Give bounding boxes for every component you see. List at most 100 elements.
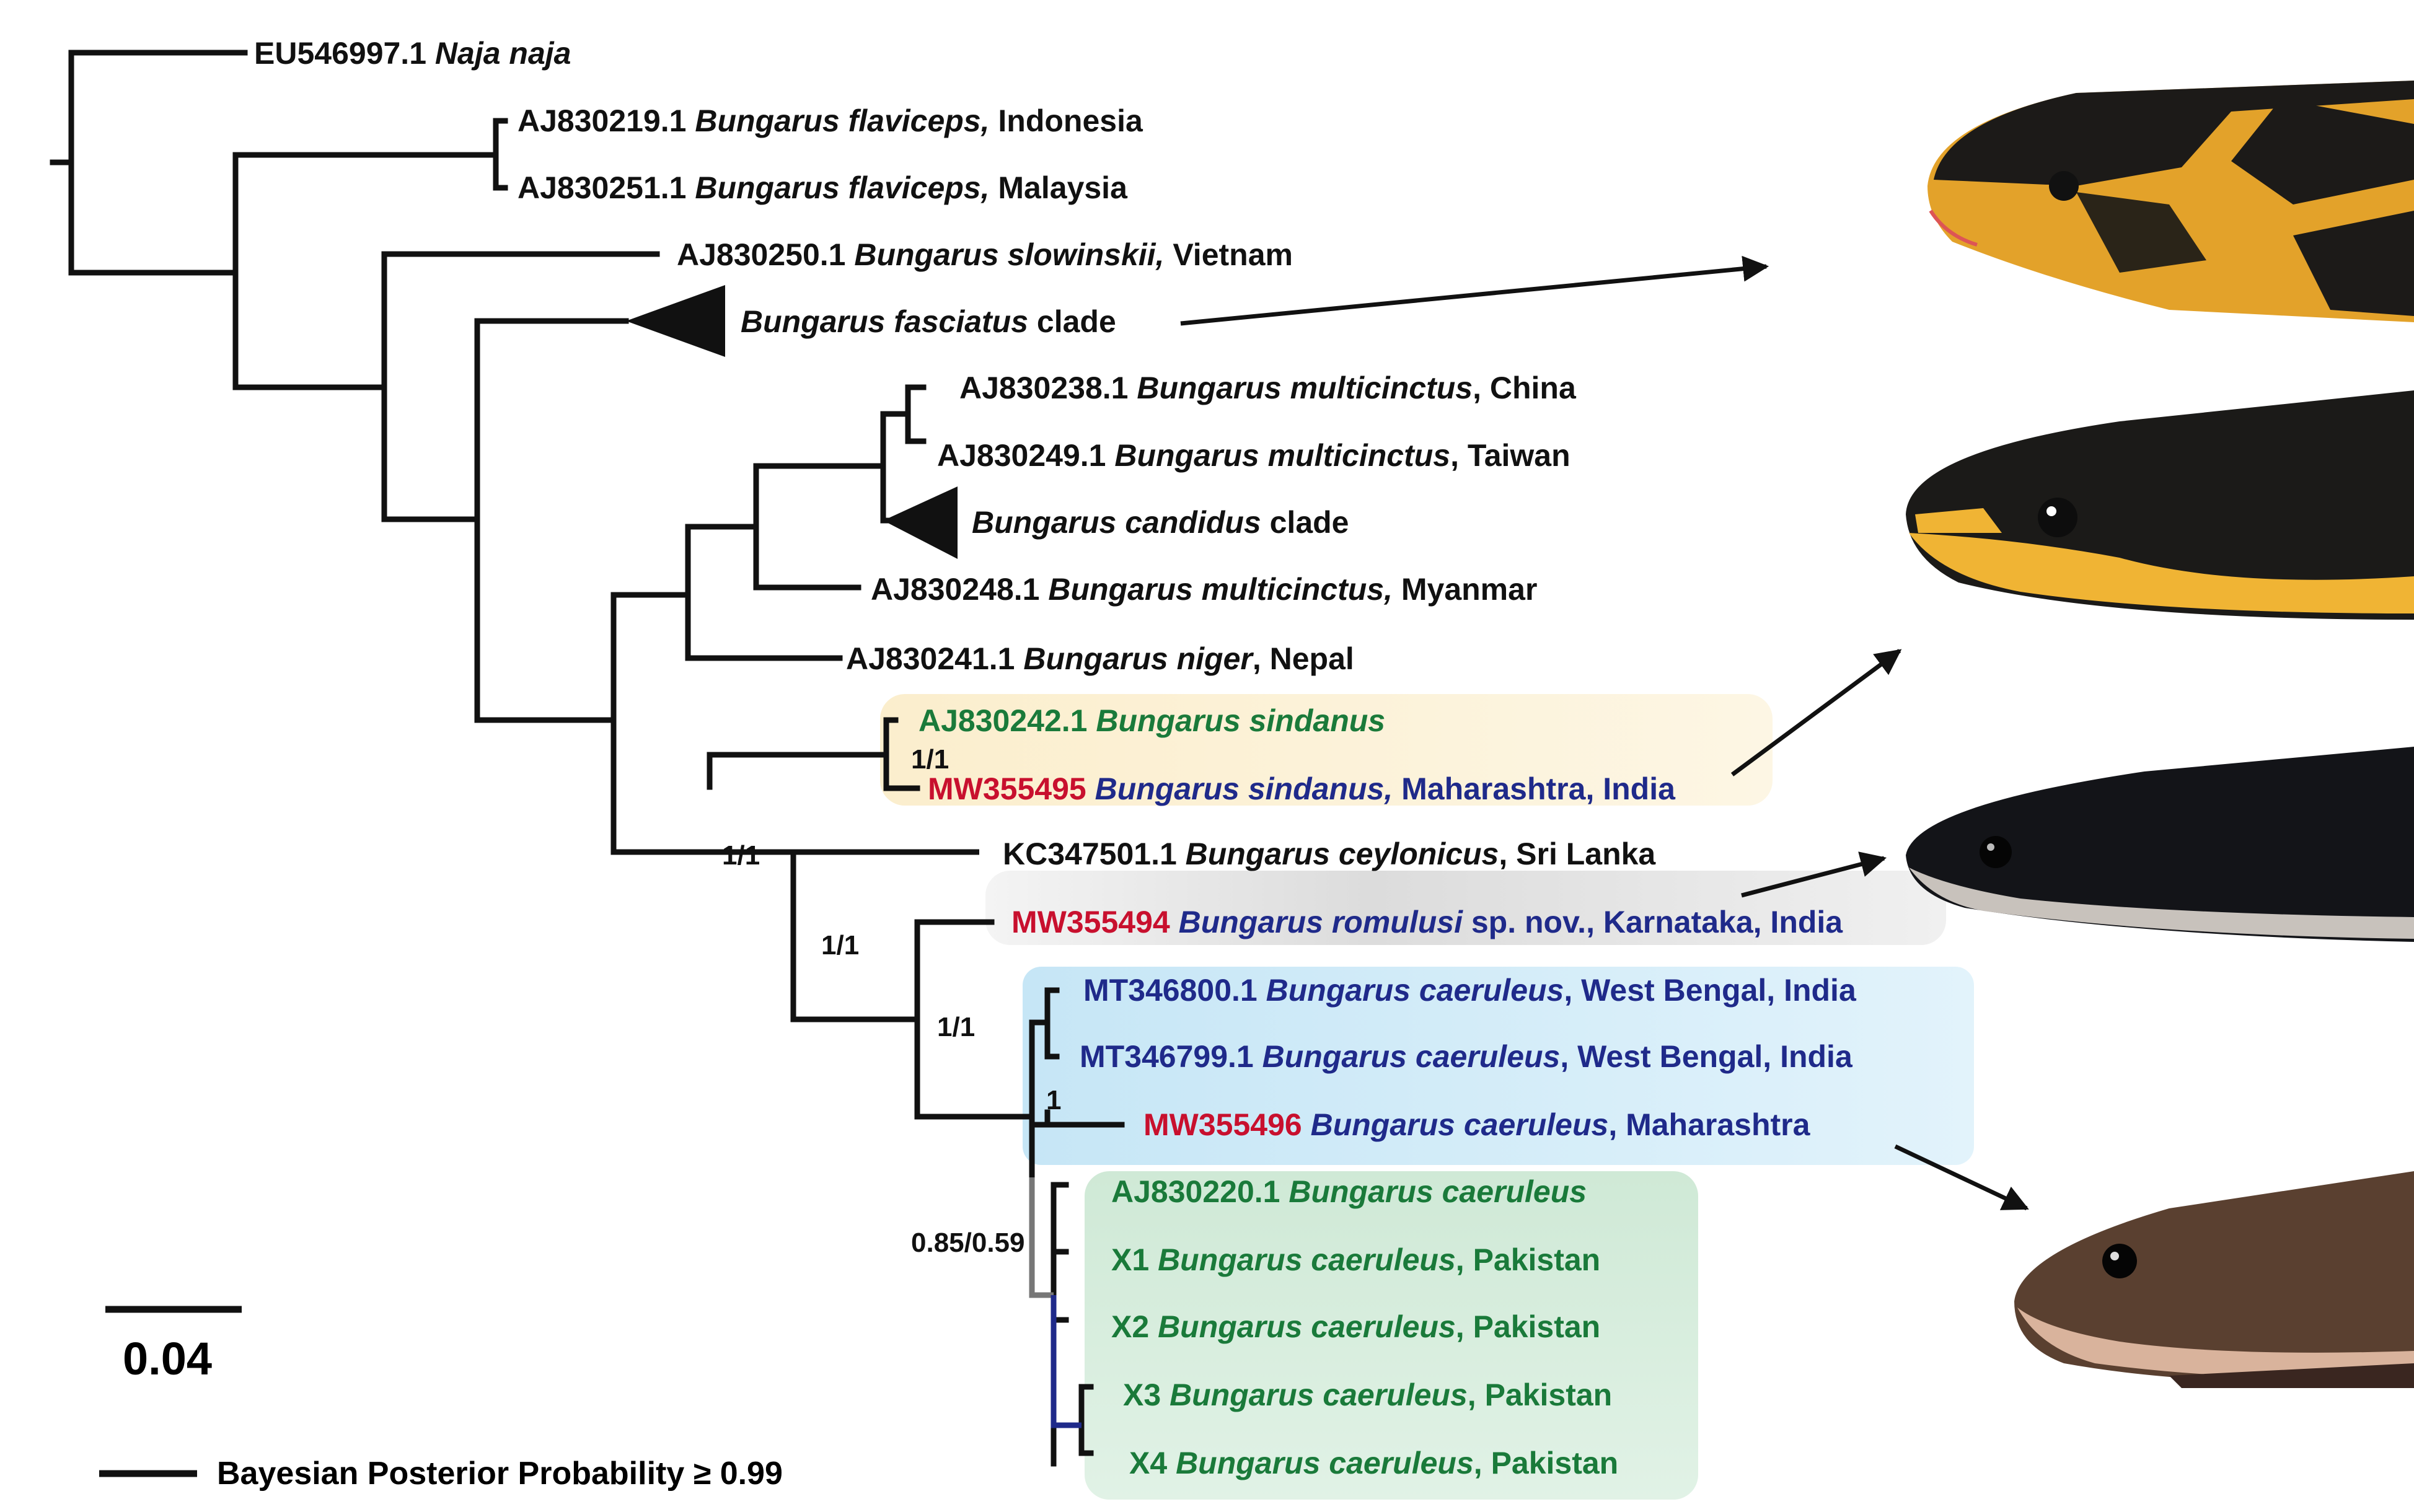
taxon-label-part: Bungarus ceylonicus — [1186, 837, 1499, 871]
taxon-label-part: Bungarus caeruleus — [1176, 1446, 1474, 1480]
snake-photo-sindanus — [1906, 390, 2414, 620]
taxon-label-part: MW355496 — [1143, 1107, 1311, 1142]
taxon-label-part: Naja naja — [435, 36, 571, 71]
eye-icon — [2038, 498, 2077, 537]
taxon-label-part: MW355495 — [928, 771, 1095, 806]
taxon-label-part: KC347501.1 — [1003, 837, 1186, 871]
taxon-label: X4 Bungarus caeruleus, Pakistan — [1129, 1446, 1618, 1480]
taxon-label-part: Bungarus multicinctus, — [1048, 572, 1393, 607]
taxon-label: EU546997.1 Naja naja — [254, 36, 571, 71]
taxon-label: AJ830241.1 Bungarus niger, Nepal — [846, 641, 1354, 676]
taxon-label-part: EU546997.1 — [254, 36, 435, 71]
taxon-label-part: clade — [1261, 505, 1349, 540]
taxon-label-part: AJ830248.1 — [871, 572, 1048, 607]
taxon-label-part: X3 — [1123, 1378, 1170, 1412]
taxon-label-part: Malaysia — [990, 170, 1129, 205]
caeruleus-india-highlight — [1023, 967, 1974, 1165]
taxon-label-part: MT346800.1 — [1083, 973, 1266, 1008]
taxon-label-part: Bungarus caeruleus — [1288, 1174, 1587, 1209]
taxon-label-part: , West Bengal, India — [1560, 1039, 1853, 1074]
caeruleus-pakistan-highlight — [1085, 1171, 1698, 1500]
candidus-clade-triangle — [883, 486, 958, 559]
fasciatus-clade-triangle — [626, 285, 725, 357]
support-value: 1/1 — [937, 1012, 975, 1042]
arrow-fasciatus — [1180, 255, 1769, 326]
taxon-label-part: Bungarus sindanus, — [1095, 771, 1393, 806]
taxon-label: MW355494 Bungarus romulusi sp. nov., Kar… — [1011, 905, 1843, 939]
taxon-label-part: Maharashtra, India — [1393, 771, 1676, 806]
scale-bar-label: 0.04 — [123, 1333, 212, 1384]
taxon-label-part: AJ830250.1 — [677, 237, 854, 272]
taxon-label: AJ830248.1 Bungarus multicinctus, Myanma… — [871, 572, 1537, 607]
taxon-label-part: AJ830219.1 — [518, 103, 695, 138]
taxon-label: MW355495 Bungarus sindanus, Maharashtra,… — [928, 771, 1676, 806]
arrow-sindanus — [1730, 649, 1902, 776]
taxon-label-part: Bungarus caeruleus — [1262, 1039, 1561, 1074]
taxon-label: X2 Bungarus caeruleus, Pakistan — [1111, 1309, 1600, 1344]
support-value: 1/1 — [821, 930, 859, 960]
eye-icon — [2102, 1244, 2137, 1278]
taxon-label-part: Bungarus caeruleus — [1170, 1378, 1468, 1412]
taxon-label-part: Bungarus caeruleus — [1158, 1242, 1456, 1277]
arrows — [1180, 255, 2029, 1211]
taxon-label: MT346800.1 Bungarus caeruleus, West Beng… — [1083, 973, 1857, 1008]
clade-highlights — [880, 694, 1974, 1500]
taxon-label: Bungarus candidus clade — [972, 505, 1349, 540]
taxon-label-part: AJ830251.1 — [518, 170, 695, 205]
taxon-label-part: clade — [1028, 304, 1116, 339]
taxon-label-part: Bungarus caeruleus — [1158, 1309, 1456, 1344]
tree-branches — [50, 50, 1125, 1467]
taxon-label: AJ830251.1 Bungarus flaviceps, Malaysia — [518, 170, 1128, 205]
taxon-label: AJ830250.1 Bungarus slowinskii, Vietnam — [677, 237, 1293, 272]
taxon-label: MT346799.1 Bungarus caeruleus, West Beng… — [1080, 1039, 1853, 1074]
taxon-label-part: X1 — [1111, 1242, 1158, 1277]
taxon-label-part: , West Bengal, India — [1564, 973, 1857, 1008]
taxon-label-part: , China — [1473, 371, 1577, 405]
romulusi-highlight — [985, 871, 1946, 945]
taxon-label: Bungarus fasciatus clade — [741, 304, 1116, 339]
taxon-label-part: , Pakistan — [1474, 1446, 1618, 1480]
taxon-label-part: AJ830242.1 — [918, 703, 1096, 738]
taxon-label-part: Myanmar — [1393, 572, 1537, 607]
snake-photo-fasciatus — [1927, 81, 2414, 322]
taxon-label-part: Bungarus fasciatus — [741, 304, 1028, 339]
sindanus-highlight — [880, 694, 1773, 806]
taxon-label-part: AJ830249.1 — [937, 438, 1114, 473]
taxon-label: AJ830249.1 Bungarus multicinctus, Taiwan — [937, 438, 1570, 473]
taxon-label-part: MW355494 — [1011, 905, 1179, 939]
taxon-label-part: , Maharashtra — [1608, 1107, 1810, 1142]
taxon-label-part: Bungarus caeruleus — [1266, 973, 1564, 1008]
scale-bar: 0.04 — [105, 1306, 242, 1384]
taxon-label-part: , Sri Lanka — [1499, 837, 1656, 871]
taxon-label-part: , Pakistan — [1456, 1309, 1600, 1344]
taxon-label-part: , Pakistan — [1456, 1242, 1600, 1277]
gray-branch — [1029, 1177, 1054, 1298]
support-values: 1/1 1/1 1/1 1/1 1 0.85/0.59 — [722, 744, 1061, 1258]
taxon-label: MW355496 Bungarus caeruleus, Maharashtra — [1143, 1107, 1811, 1142]
legend: Bayesian Posterior Probability ≥ 0.99 — [99, 1456, 783, 1492]
support-value: 0.85/0.59 — [911, 1228, 1025, 1258]
taxon-label-part: Bungarus candidus — [972, 505, 1261, 540]
taxon-label-part: AJ830238.1 — [959, 371, 1137, 405]
arrow-caeruleus — [1894, 1144, 2029, 1211]
support-value: 1/1 — [911, 744, 949, 775]
navy-branch — [1051, 1295, 1081, 1428]
taxon-label: AJ830238.1 Bungarus multicinctus, China — [959, 371, 1577, 405]
taxon-label-part: Bungarus flaviceps, — [695, 170, 989, 205]
taxon-label-part: Bungarus romulusi — [1179, 905, 1463, 939]
taxon-label: AJ830220.1 Bungarus caeruleus — [1111, 1174, 1587, 1209]
taxon-label-part: Bungarus caeruleus — [1311, 1107, 1609, 1142]
taxon-label-part: Indonesia — [990, 103, 1143, 138]
support-value: 1 — [1046, 1085, 1061, 1115]
taxon-label-part: Bungarus niger — [1023, 641, 1254, 676]
snake-photo-romulusi — [1906, 747, 2414, 942]
arrow-romulusi — [1741, 851, 1887, 898]
taxon-label-part: Vietnam — [1164, 237, 1293, 272]
taxon-label-part: sp. nov., Karnataka, India — [1463, 905, 1843, 939]
taxon-label-part: X2 — [1111, 1309, 1158, 1344]
taxon-label-part: Bungarus multicinctus — [1114, 438, 1450, 473]
taxon-label: X1 Bungarus caeruleus, Pakistan — [1111, 1242, 1600, 1277]
eye-icon — [1980, 836, 2012, 868]
eye-icon — [2049, 171, 2079, 201]
